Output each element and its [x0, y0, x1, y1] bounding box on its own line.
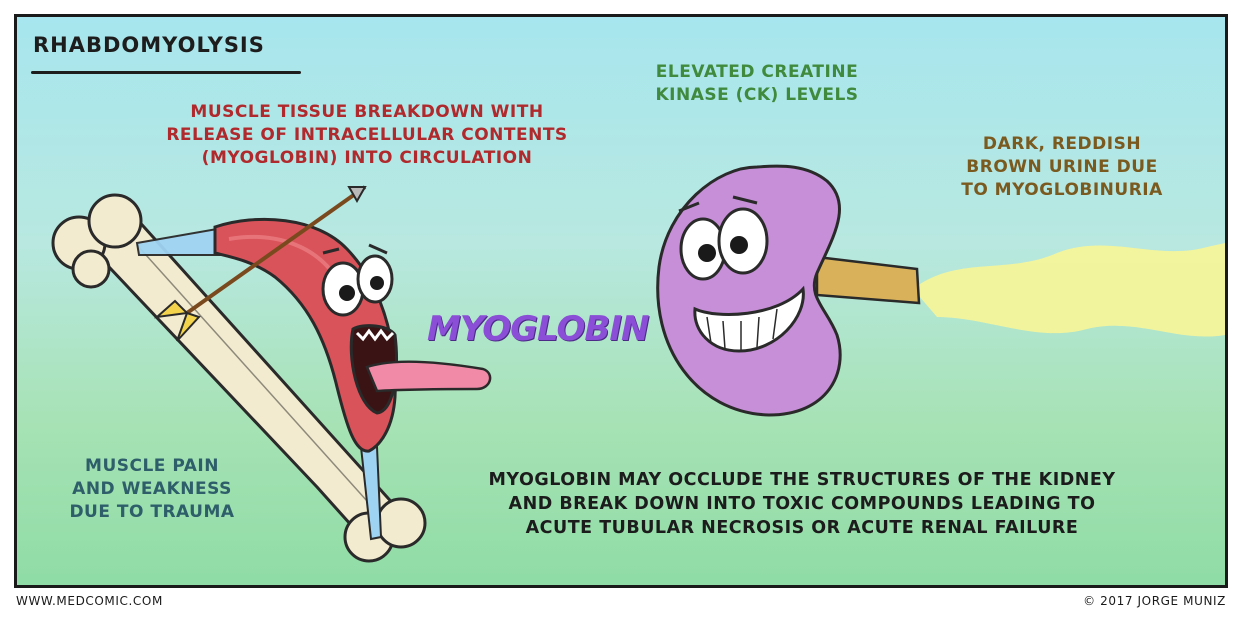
kidney-effects-text: MYOGLOBIN MAY OCCLUDE THE STRUCTURES OF … [437, 469, 1167, 540]
ck-levels-line: ELEVATED CREATINE [655, 62, 859, 82]
muscle-breakdown-line: RELEASE OF INTRACELLULAR CONTENTS [166, 125, 568, 146]
kidney-character-illustration [656, 164, 842, 417]
kidney-effects-line: MYOGLOBIN MAY OCCLUDE THE STRUCTURES OF … [488, 470, 1116, 490]
ck-levels-text: ELEVATED CREATINE KINASE (CK) LEVELS [617, 61, 897, 107]
dark-urine-line: DARK, REDDISH [982, 134, 1142, 154]
title-underline [31, 71, 301, 74]
footer-copyright: © 2017 JORGE MUNIZ [1083, 594, 1226, 608]
urine-stream-illustration [913, 243, 1225, 337]
muscle-breakdown-line: (MYOGLOBIN) INTO CIRCULATION [201, 148, 533, 169]
kidney-effects-line: ACUTE TUBULAR NECROSIS OR ACUTE RENAL FA… [525, 517, 1079, 538]
muscle-pain-text: MUSCLE PAIN AND WEAKNESS DUE TO TRAUMA [47, 455, 257, 524]
comic-panel: RHABDOMYOLYSIS MUSCLE TISSUE BREAKDOWN W… [14, 14, 1228, 588]
muscle-pain-line: DUE TO TRAUMA [69, 502, 235, 523]
muscle-breakdown-line: MUSCLE TISSUE BREAKDOWN WITH [190, 102, 544, 122]
ureter-illustration [815, 255, 921, 305]
dark-urine-line: BROWN URINE DUE [966, 157, 1158, 178]
muscle-breakdown-text: MUSCLE TISSUE BREAKDOWN WITH RELEASE OF … [107, 101, 627, 170]
footer-website: WWW.MEDCOMIC.COM [16, 594, 163, 608]
muscle-pain-line: MUSCLE PAIN [85, 456, 219, 476]
myoglobin-label: MYOGLOBIN [427, 309, 649, 349]
dark-urine-text: DARK, REDDISH BROWN URINE DUE TO MYOGLOB… [927, 133, 1197, 202]
ck-levels-line: KINASE (CK) LEVELS [655, 85, 859, 106]
page-title: RHABDOMYOLYSIS [33, 33, 265, 57]
muscle-character-illustration [213, 217, 492, 453]
kidney-effects-line: AND BREAK DOWN INTO TOXIC COMPOUNDS LEAD… [508, 493, 1096, 514]
arrow-illustration [153, 185, 367, 342]
dark-urine-line: TO MYOGLOBINURIA [961, 180, 1163, 201]
muscle-pain-line: AND WEAKNESS [72, 479, 232, 500]
comic-illustration [51, 164, 1225, 563]
